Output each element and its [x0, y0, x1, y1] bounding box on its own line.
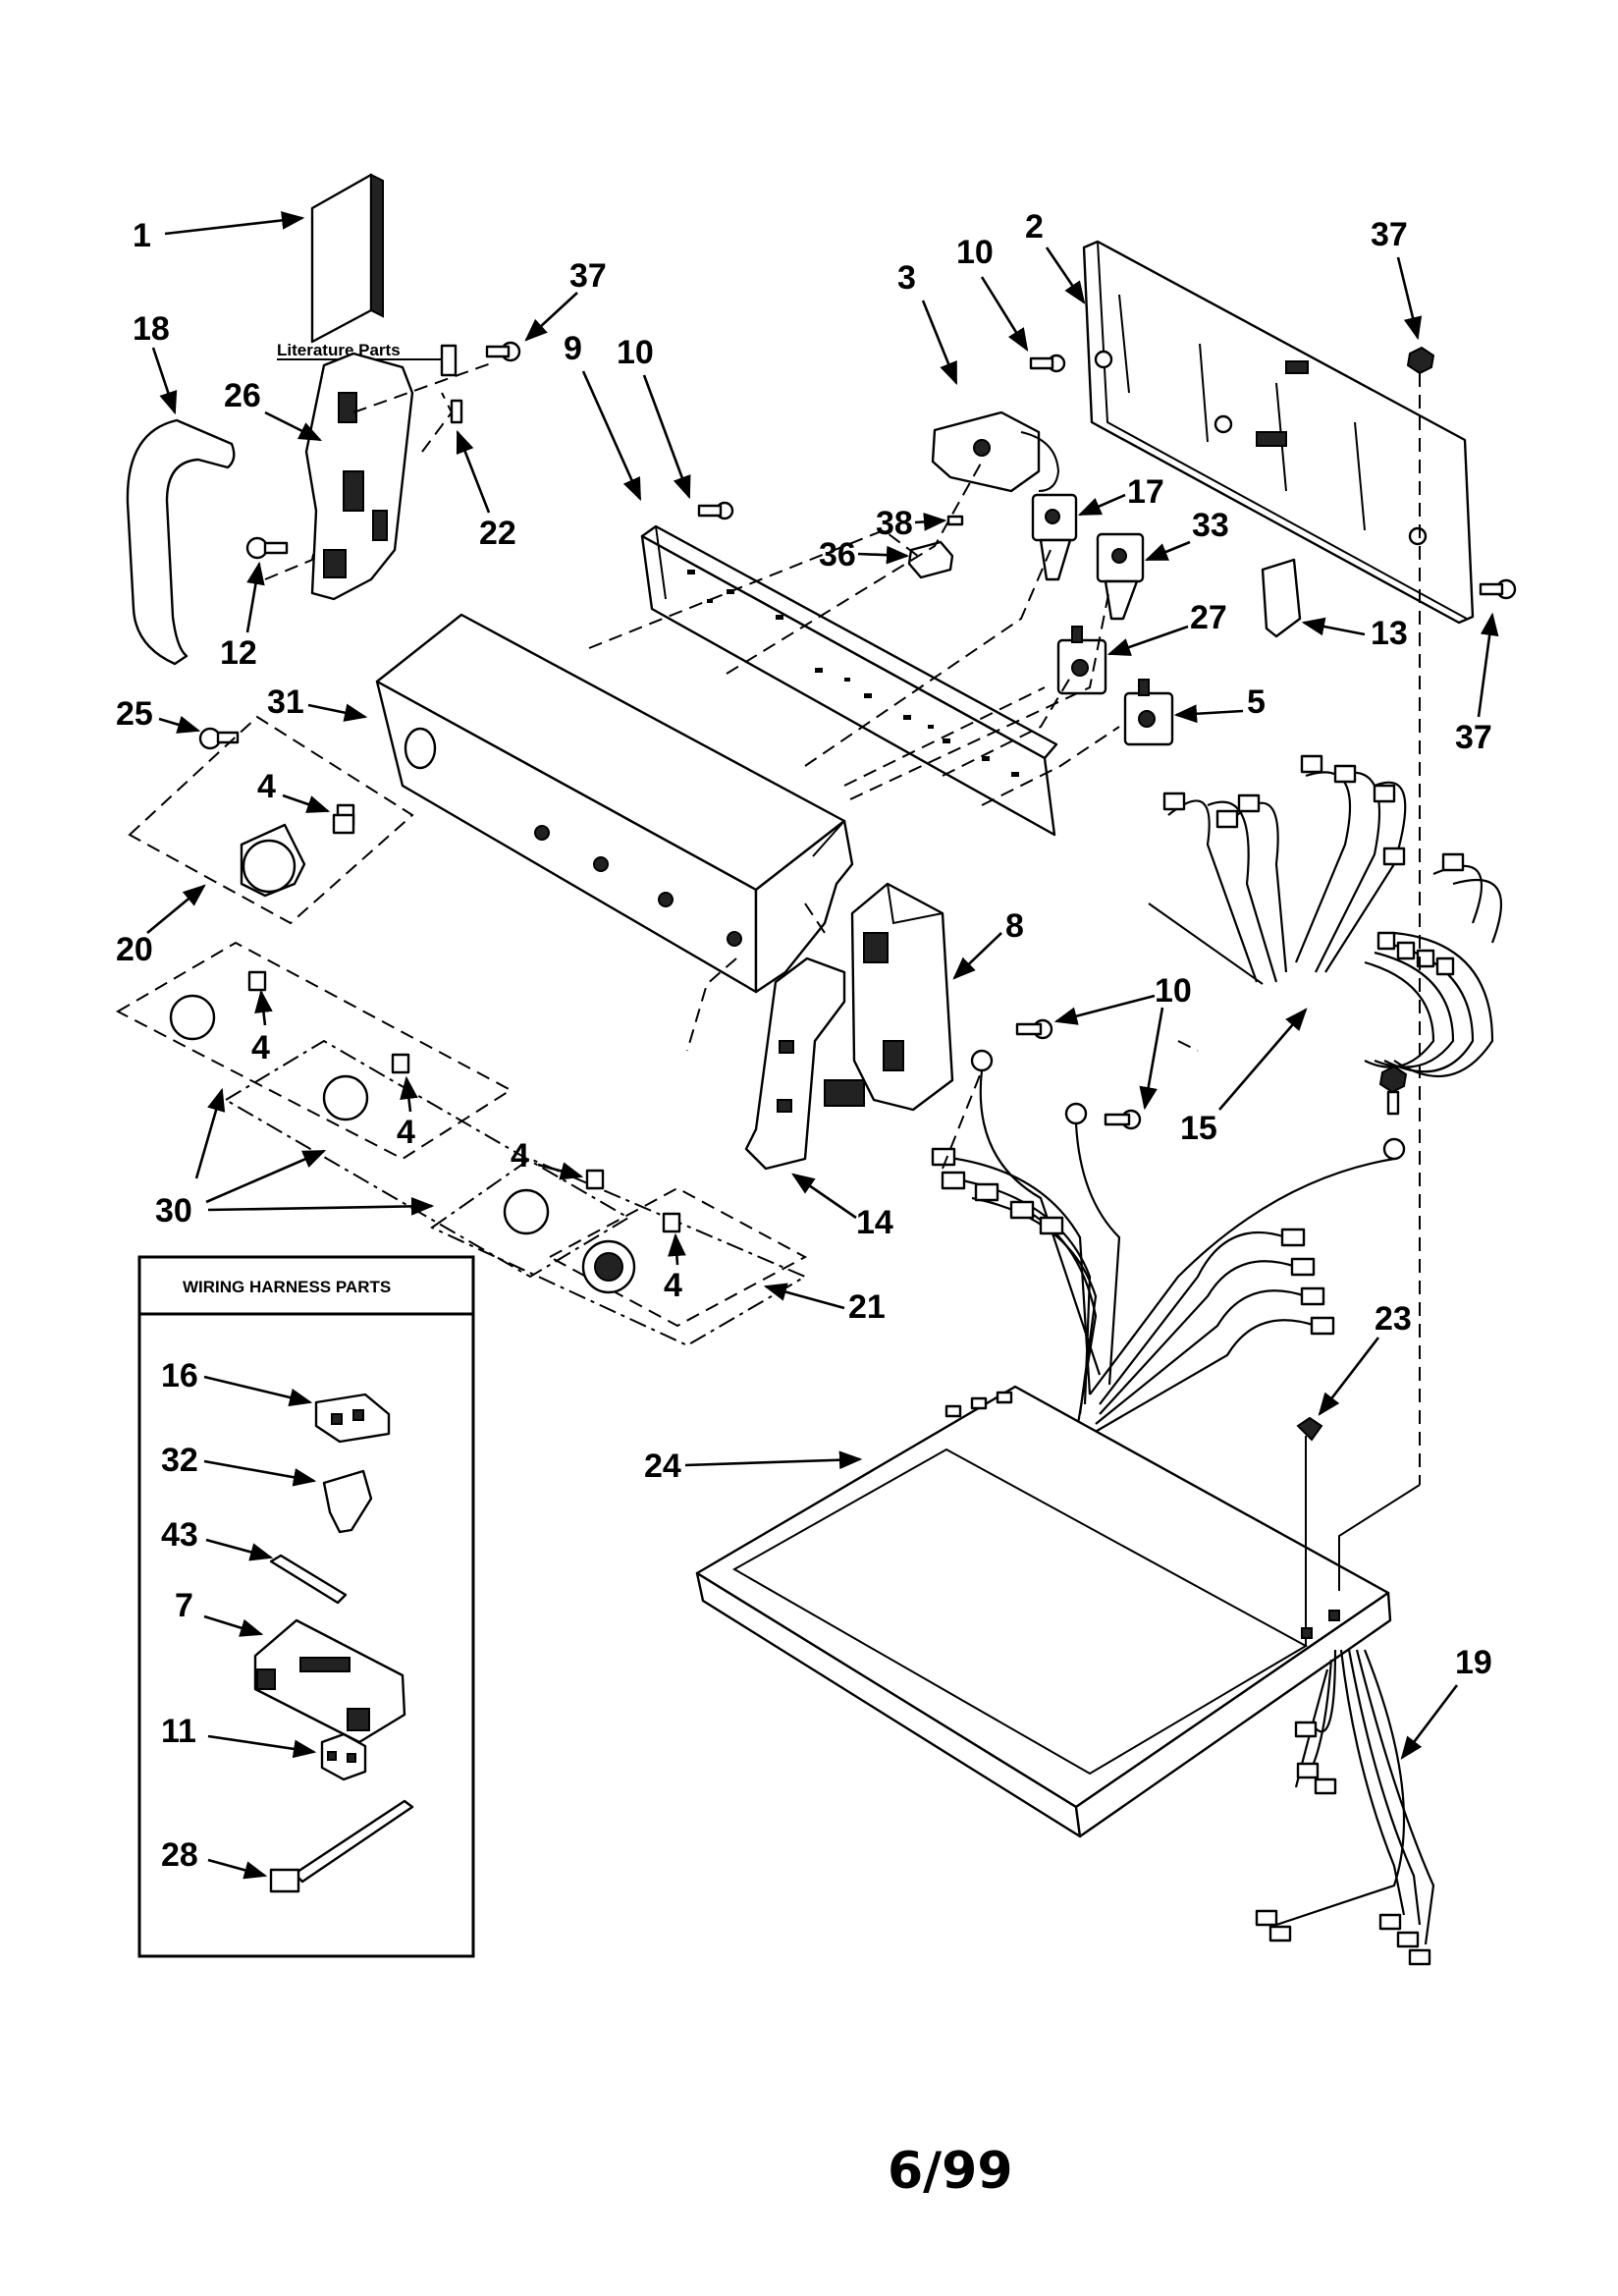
switch-27 [1056, 626, 1107, 695]
callout-33: 33 [1192, 507, 1229, 544]
callout-1: 1 [133, 217, 151, 254]
switch-33 [1096, 532, 1145, 621]
callout-23: 23 [1375, 1300, 1412, 1338]
callout-27: 27 [1190, 599, 1227, 636]
callout-14: 14 [856, 1204, 893, 1241]
ground-screw-right [1378, 1065, 1408, 1116]
connector-11 [320, 1732, 367, 1781]
callout-18: 18 [133, 310, 170, 348]
callout-37-right: 37 [1455, 719, 1492, 756]
screw-37-left [485, 341, 521, 362]
top-panel [695, 1385, 1392, 1838]
screw-37-top-right [1406, 346, 1435, 375]
callout-2: 2 [1025, 208, 1044, 246]
pin-43 [269, 1554, 348, 1605]
screw-10-timer [1029, 354, 1066, 373]
literature-booklet [310, 173, 384, 344]
callout-31: 31 [267, 683, 304, 721]
callout-13: 13 [1371, 615, 1408, 652]
guide-lines [264, 362, 1199, 1170]
callout-15: 15 [1180, 1110, 1217, 1147]
clip-32 [322, 1469, 373, 1534]
page-number: 6/99 [888, 2142, 1013, 2201]
screw-10-lower-b [1104, 1109, 1142, 1130]
callout-19: 19 [1455, 1644, 1492, 1681]
rear-bracket [1082, 240, 1475, 625]
callout-30: 30 [155, 1192, 192, 1230]
wire-harness-15 [1148, 754, 1502, 1078]
callout-24: 24 [644, 1448, 681, 1485]
screw-12 [245, 536, 289, 560]
callout-10-a: 10 [956, 234, 994, 271]
ground-wire [1338, 373, 1421, 1591]
left-end-cap [126, 418, 236, 666]
callout-11: 11 [161, 1713, 196, 1750]
callout-7: 7 [175, 1587, 193, 1624]
wiring-box-title: WIRING HARNESS PARTS [183, 1278, 391, 1296]
callout-12: 12 [220, 634, 257, 672]
callout-17: 17 [1127, 473, 1164, 511]
wiring-harness-parts-box: WIRING HARNESS PARTS [137, 1255, 475, 1958]
callout-4-e: 4 [664, 1267, 682, 1304]
timer [931, 410, 1060, 493]
screw-10-rail [697, 501, 734, 520]
callout-32: 32 [161, 1442, 198, 1479]
callout-16: 16 [161, 1357, 198, 1394]
callout-9: 9 [564, 330, 582, 367]
callout-36: 36 [819, 536, 856, 574]
control-bracket [640, 524, 1058, 837]
callout-37-left: 37 [569, 257, 607, 295]
screw-25 [198, 727, 240, 750]
callout-4-d: 4 [511, 1137, 529, 1175]
callout-3: 3 [897, 259, 916, 297]
switch-17 [1031, 493, 1078, 581]
screw-38 [946, 515, 964, 526]
callout-4-c: 4 [397, 1114, 415, 1151]
callout-4-b: 4 [251, 1029, 270, 1066]
clip-22 [440, 344, 463, 424]
knob-group-30 [115, 941, 808, 1347]
clip-13 [1261, 558, 1302, 638]
cable-tie-28 [269, 1799, 414, 1893]
connector-7 [253, 1618, 406, 1744]
callout-28: 28 [161, 1836, 198, 1874]
callout-20: 20 [116, 931, 153, 968]
callouts: 1 2 3 10 37 37 18 26 9 10 22 12 38 36 17… [116, 208, 1499, 1880]
callout-10-b: 10 [617, 334, 654, 371]
callout-4-a: 4 [257, 768, 276, 805]
callout-43: 43 [161, 1516, 198, 1554]
console-wiring [931, 1049, 1406, 1435]
literature-label: Literature Parts [277, 341, 401, 359]
callout-38: 38 [876, 505, 913, 542]
screw-37-right [1479, 578, 1517, 600]
callout-8: 8 [1005, 907, 1024, 945]
screw-10-lower-a [1015, 1018, 1053, 1040]
left-bracket [304, 352, 414, 601]
switch-5 [1123, 679, 1174, 746]
clip-23 [1296, 1416, 1323, 1442]
control-module-8 [824, 882, 954, 1112]
knob-group-21 [547, 1186, 808, 1328]
connector-16 [314, 1393, 391, 1444]
callout-22: 22 [479, 515, 516, 552]
knob-group-20 [128, 715, 414, 925]
callout-37-top: 37 [1371, 216, 1408, 253]
callout-10-c: 10 [1155, 972, 1192, 1010]
callout-26: 26 [224, 377, 261, 414]
console-panel [375, 613, 854, 994]
callout-5: 5 [1247, 683, 1266, 721]
callout-25: 25 [116, 695, 153, 733]
bracket-14 [744, 957, 846, 1171]
callout-21: 21 [848, 1288, 886, 1326]
wire-harness-19 [1255, 1649, 1435, 1966]
